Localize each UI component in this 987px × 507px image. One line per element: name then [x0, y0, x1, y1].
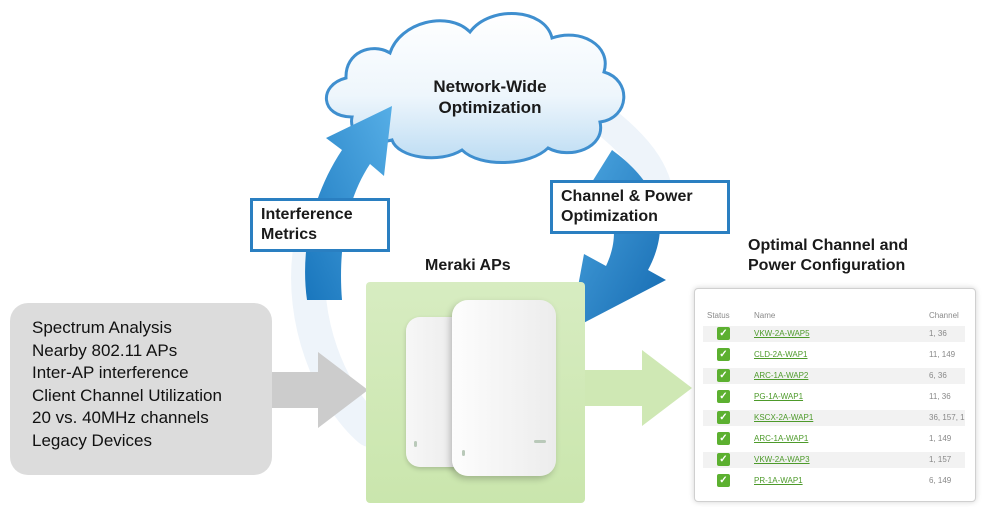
check-icon: ✓ [717, 348, 730, 361]
check-icon: ✓ [717, 474, 730, 487]
channel-config-table: Status Name Channel ✓ VKW-2A-WAP5 1, 36 … [694, 288, 976, 502]
optimal-config-line1: Optimal Channel and [748, 237, 909, 254]
input-item: Spectrum Analysis [32, 318, 172, 337]
check-icon: ✓ [717, 390, 730, 403]
table-header: Status Name Channel [695, 303, 975, 320]
meraki-aps-caption: Meraki APs [425, 257, 511, 274]
ap-name-link[interactable]: CLD-2A-WAP1 [754, 350, 808, 359]
cloud-title-line1: Network-Wide [433, 77, 547, 96]
channel-power-label-line2: Optimization [561, 208, 658, 225]
table-row: ✓ KSCX-2A-WAP1 36, 157, 1 [703, 410, 965, 426]
output-arrow [585, 350, 692, 426]
input-item: 20 vs. 40MHz channels [32, 408, 209, 427]
ap-channel: 11, 149 [929, 350, 956, 359]
input-arrow [272, 352, 368, 428]
interference-label-line2: Metrics [261, 226, 318, 243]
check-icon: ✓ [717, 453, 730, 466]
ap-name-link[interactable]: ARC-1A-WAP2 [754, 371, 809, 380]
interference-label-line1: Interference [261, 206, 353, 223]
check-icon: ✓ [717, 411, 730, 424]
ap-channel: 36, 157, 1 [929, 413, 965, 422]
check-icon: ✓ [717, 327, 730, 340]
cloud-title-line2: Optimization [438, 98, 542, 117]
ap-logo-icon [534, 440, 546, 443]
optimal-config-line2: Power Configuration [748, 257, 906, 274]
table-row: ✓ VKW-2A-WAP5 1, 36 [703, 326, 965, 342]
table-row: ✓ CLD-2A-WAP1 11, 149 [703, 347, 965, 363]
check-icon: ✓ [717, 369, 730, 382]
header-name: Name [754, 311, 776, 320]
ap-name-link[interactable]: PG-1A-WAP1 [754, 392, 804, 401]
ap-name-link[interactable]: VKW-2A-WAP5 [754, 329, 810, 338]
header-channel: Channel [929, 311, 959, 320]
inputs-box: Spectrum Analysis Nearby 802.11 APs Inte… [10, 303, 272, 475]
input-item: Nearby 802.11 APs [32, 340, 178, 360]
ap-led-icon [462, 450, 465, 456]
optimal-config-caption: Optimal Channel and Power Configuration [748, 236, 908, 276]
cloud-title: Network-Wide Optimization [385, 76, 595, 118]
channel-power-label-line1: Channel & Power [561, 188, 693, 205]
table-row: ✓ VKW-2A-WAP3 1, 157 [703, 452, 965, 468]
ap-channel: 6, 36 [929, 371, 947, 380]
table-row: ✓ ARC-1A-WAP1 1, 149 [703, 431, 965, 447]
table-row: ✓ PR-1A-WAP1 6, 149 [703, 473, 965, 489]
input-item: Inter-AP interference [32, 363, 189, 382]
interference-metrics-label: Interference Metrics [250, 198, 390, 252]
check-icon: ✓ [717, 432, 730, 445]
channel-power-label: Channel & Power Optimization [550, 180, 730, 234]
table-row: ✓ ARC-1A-WAP2 6, 36 [703, 368, 965, 384]
meraki-aps-panel [366, 282, 585, 503]
ap-channel: 1, 157 [929, 455, 952, 464]
ap-channel: 6, 149 [929, 476, 952, 485]
header-status: Status [707, 311, 730, 320]
cloud-shape [325, 11, 626, 165]
input-item: Legacy Devices [32, 430, 153, 450]
ap-channel: 1, 36 [929, 329, 947, 338]
ap-name-link[interactable]: ARC-1A-WAP1 [754, 434, 809, 443]
input-item: Client Channel Utilization [32, 385, 222, 405]
ap-name-link[interactable]: KSCX-2A-WAP1 [754, 413, 814, 422]
ap-channel: 11, 36 [929, 392, 951, 401]
access-point-front [452, 300, 556, 476]
ap-led-icon [414, 441, 417, 447]
ap-channel: 1, 149 [929, 434, 952, 443]
ap-name-link[interactable]: PR-1A-WAP1 [754, 476, 803, 485]
table-row: ✓ PG-1A-WAP1 11, 36 [703, 389, 965, 405]
ap-name-link[interactable]: VKW-2A-WAP3 [754, 455, 810, 464]
